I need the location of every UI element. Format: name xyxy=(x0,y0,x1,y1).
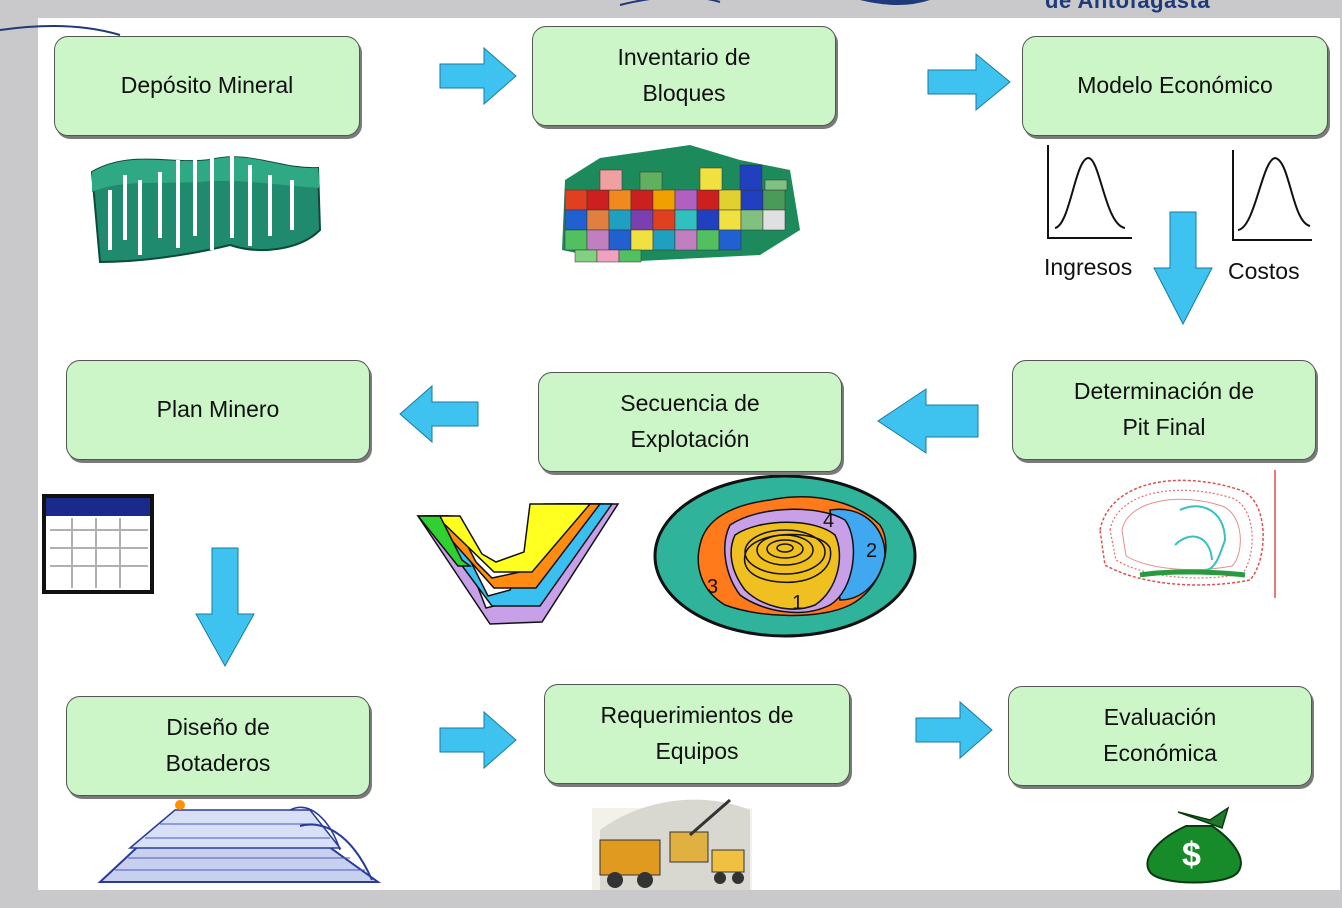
step-inventario-bloques: Inventario de Bloques xyxy=(532,26,836,126)
pit-section-illustration xyxy=(416,503,620,625)
step-equipos-label-2: Equipos xyxy=(655,738,739,764)
step-requerimientos-equipos: Requerimientos de Equipos xyxy=(544,684,850,784)
step-deposito-label: Depósito Mineral xyxy=(120,72,294,99)
ingresos-label: Ingresos xyxy=(1044,254,1133,280)
arrow-left-1 xyxy=(877,388,979,454)
cost-curve-chart xyxy=(1232,150,1312,241)
step-plan-minero: Plan Minero xyxy=(66,360,370,460)
step-evaluacion-label-1: Evaluación xyxy=(1103,704,1217,731)
step-inventario-label-2: Bloques xyxy=(642,80,726,106)
arrow-right-1 xyxy=(439,46,517,106)
step-inventario-label-1: Inventario de xyxy=(617,44,751,71)
step-evaluacion-economica: Evaluación Económica xyxy=(1008,686,1312,786)
arrow-right-2 xyxy=(927,52,1011,112)
step-secuencia-explotacion: Secuencia de Explotación xyxy=(538,372,842,472)
arrow-down-2 xyxy=(195,547,255,668)
arrow-right-3 xyxy=(439,710,517,770)
step-determinacion-label-1: Determinación de xyxy=(1073,378,1255,405)
pit-phases-plan-illustration xyxy=(653,474,917,638)
costos-label: Costos xyxy=(1228,258,1300,284)
step-secuencia-label-2: Explotación xyxy=(630,426,750,452)
step-modelo-label: Modelo Económico xyxy=(1077,72,1273,99)
institution-header: de Antofagasta xyxy=(1045,0,1211,13)
arrow-left-2 xyxy=(399,384,479,444)
deposit-illustration xyxy=(90,150,322,264)
phase-label-2: 2 xyxy=(866,540,878,562)
step-modelo-economico: Modelo Económico xyxy=(1022,36,1328,136)
step-secuencia-label-1: Secuencia de xyxy=(620,390,760,417)
step-botaderos-label-1: Diseño de xyxy=(166,714,270,741)
spreadsheet-icon xyxy=(42,494,154,594)
step-diseno-botaderos: Diseño de Botaderos xyxy=(66,696,370,796)
arrow-right-4 xyxy=(915,700,993,760)
income-curve-chart xyxy=(1047,145,1132,239)
money-bag-icon xyxy=(1146,806,1242,884)
waste-dump-illustration xyxy=(97,800,382,883)
pit-contour-illustration xyxy=(1099,470,1276,598)
step-determinacion-label-2: Pit Final xyxy=(1122,414,1206,440)
phase-label-1: 1 xyxy=(792,592,804,614)
dollar-sign: $ xyxy=(1182,836,1201,874)
step-determinacion-pit: Determinación de Pit Final xyxy=(1012,360,1316,460)
arrow-down-1 xyxy=(1153,211,1213,326)
step-evaluacion-label-2: Económica xyxy=(1103,740,1217,766)
block-model-illustration xyxy=(562,145,800,263)
step-equipos-label-1: Requerimientos de xyxy=(600,702,794,729)
phase-label-4: 4 xyxy=(823,510,835,532)
mining-equipment-illustration xyxy=(592,798,752,890)
phase-label-3: 3 xyxy=(707,576,719,598)
step-plan-label: Plan Minero xyxy=(156,396,280,423)
step-botaderos-label-2: Botaderos xyxy=(165,750,271,776)
step-deposito-mineral: Depósito Mineral xyxy=(54,36,360,136)
